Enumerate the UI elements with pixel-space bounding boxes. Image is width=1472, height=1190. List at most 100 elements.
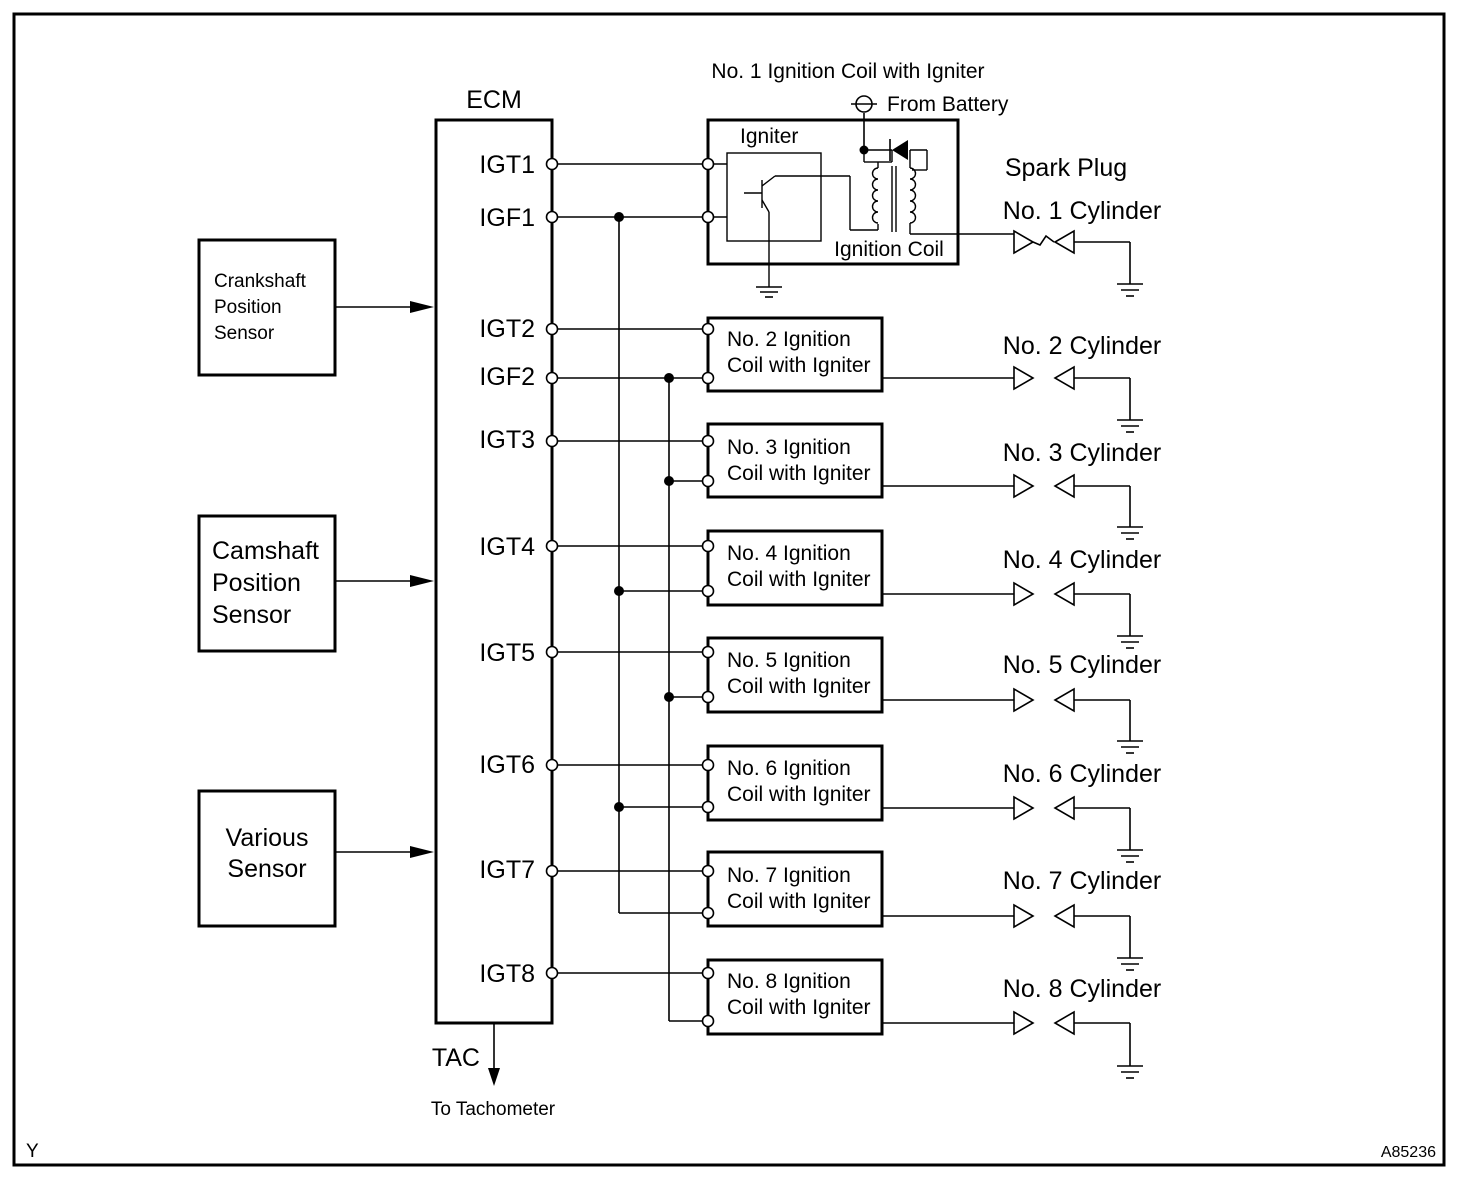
tac-arrowhead bbox=[488, 1068, 500, 1086]
pin-igf1: IGF1 bbox=[479, 204, 535, 232]
coil-box bbox=[706, 529, 884, 607]
terminal bbox=[701, 584, 715, 598]
igf-bus-wiring bbox=[552, 212, 708, 1022]
spark-plug-icon bbox=[1013, 229, 1035, 255]
ignition-coil-label: Ignition Coil bbox=[834, 238, 944, 261]
from-battery-label: From Battery bbox=[887, 93, 1009, 116]
spark-plug-icon bbox=[1053, 687, 1075, 713]
spark-plug-icon bbox=[1053, 473, 1075, 499]
various-sensor: Various Sensor bbox=[197, 789, 434, 928]
pin-igt2: IGT2 bbox=[479, 315, 535, 343]
cylinder-label: No. 7 Cylinder bbox=[1003, 867, 1161, 895]
spark-plug-icon bbox=[1013, 903, 1035, 929]
terminal bbox=[545, 758, 559, 772]
coil-label-line2: Coil with Igniter bbox=[727, 996, 871, 1019]
cylinder-label: No. 5 Cylinder bbox=[1003, 651, 1161, 679]
coil-box bbox=[706, 958, 884, 1036]
coil-label-line1: No. 6 Ignition bbox=[727, 757, 851, 780]
ground-icon bbox=[1117, 849, 1143, 863]
cylinder-6: No. 6 Cylinder bbox=[882, 760, 1161, 863]
ecm-block: ECM IGT1 IGF1 IGT2 IGF2 IGT3 IGT4 IGT5 I… bbox=[431, 86, 556, 1120]
spark-plug-icon bbox=[1053, 229, 1075, 255]
coil-with-igniter-6: No. 6 Ignition Coil with Igniter bbox=[706, 744, 884, 822]
spark-plug-icon bbox=[1013, 581, 1035, 607]
junction-dot bbox=[614, 212, 624, 222]
coil1-title: No. 1 Ignition Coil with Igniter bbox=[711, 60, 984, 83]
coil-box bbox=[706, 422, 884, 499]
camshaft-sensor-line1: Camshaft bbox=[212, 537, 319, 565]
outer-frame bbox=[12, 12, 1446, 1167]
cylinder-label: No. 4 Cylinder bbox=[1003, 546, 1161, 574]
terminal bbox=[701, 645, 715, 659]
coil-box bbox=[706, 636, 884, 714]
spark-plug-icon bbox=[1053, 903, 1075, 929]
cylinder-4: No. 4 Cylinder bbox=[882, 546, 1161, 649]
terminal bbox=[701, 371, 715, 385]
terminal bbox=[701, 157, 715, 171]
terminal bbox=[701, 800, 715, 814]
igniter-box bbox=[726, 152, 822, 242]
coil-with-igniter-2: No. 2 Ignition Coil with Igniter bbox=[706, 316, 884, 393]
tac-label: TAC bbox=[432, 1044, 480, 1072]
terminal bbox=[701, 210, 715, 224]
terminal bbox=[701, 690, 715, 704]
terminal bbox=[545, 539, 559, 553]
cylinder-label: No. 6 Cylinder bbox=[1003, 760, 1161, 788]
camshaft-position-sensor: Camshaft Position Sensor bbox=[197, 514, 434, 653]
pin-igt4: IGT4 bbox=[479, 533, 535, 561]
spark-plug-icon bbox=[1053, 365, 1075, 391]
crankshaft-sensor-line3: Sensor bbox=[214, 323, 275, 344]
cylinder-8: No. 8 Cylinder bbox=[882, 975, 1161, 1079]
terminal bbox=[701, 322, 715, 336]
terminal bbox=[701, 864, 715, 878]
ground-icon bbox=[1117, 283, 1143, 297]
terminal bbox=[701, 966, 715, 980]
cylinder-label: No. 8 Cylinder bbox=[1003, 975, 1161, 1003]
pin-igf2: IGF2 bbox=[479, 363, 535, 391]
junction-dot bbox=[614, 802, 624, 812]
coil-label-line2: Coil with Igniter bbox=[727, 890, 871, 913]
camshaft-sensor-box bbox=[197, 514, 337, 653]
various-sensor-line2: Sensor bbox=[227, 855, 306, 883]
coil1-with-igniter: No. 1 Ignition Coil with Igniter From Ba… bbox=[706, 60, 1014, 298]
coil-box bbox=[706, 744, 884, 822]
coil-label-line2: Coil with Igniter bbox=[727, 354, 871, 377]
coil-label-line1: No. 3 Ignition bbox=[727, 436, 851, 459]
coil-label-line1: No. 5 Ignition bbox=[727, 649, 851, 672]
coil-label-line2: Coil with Igniter bbox=[727, 675, 871, 698]
crankshaft-position-sensor: Crankshaft Position Sensor bbox=[197, 238, 434, 377]
crankshaft-sensor-line1: Crankshaft bbox=[214, 271, 307, 292]
terminal bbox=[701, 906, 715, 920]
spark-plug-icon bbox=[1013, 687, 1035, 713]
transistor-icon bbox=[744, 175, 850, 287]
ground-icon bbox=[1117, 1065, 1143, 1079]
coil-label-line2: Coil with Igniter bbox=[727, 462, 871, 485]
ground-icon bbox=[1117, 526, 1143, 540]
camshaft-sensor-line3: Sensor bbox=[212, 601, 291, 629]
spark-plug-icon bbox=[1013, 795, 1035, 821]
pin-igt3: IGT3 bbox=[479, 426, 535, 454]
coil-label-line1: No. 8 Ignition bbox=[727, 970, 851, 993]
pin-igt1: IGT1 bbox=[479, 151, 535, 179]
pin-igt6: IGT6 bbox=[479, 751, 535, 779]
coil-label-line2: Coil with Igniter bbox=[727, 783, 871, 806]
ecm-box bbox=[434, 118, 554, 1025]
terminal-circles bbox=[545, 157, 715, 1028]
coil-label-line1: No. 4 Ignition bbox=[727, 542, 851, 565]
coil-label-line1: No. 7 Ignition bbox=[727, 864, 851, 887]
coil1-box bbox=[706, 118, 960, 266]
junction-dot bbox=[664, 476, 674, 486]
coil-with-igniter-3: No. 3 Ignition Coil with Igniter bbox=[706, 422, 884, 499]
spark-plug-icon bbox=[1053, 1010, 1075, 1036]
pin-igt7: IGT7 bbox=[479, 856, 535, 884]
terminal bbox=[545, 864, 559, 878]
junction-dot bbox=[664, 373, 674, 383]
terminal bbox=[701, 1014, 715, 1028]
ground-icon bbox=[756, 286, 782, 298]
coil-label-line2: Coil with Igniter bbox=[727, 568, 871, 591]
tac-destination: To Tachometer bbox=[431, 1099, 556, 1120]
coil-label-line1: No. 2 Ignition bbox=[727, 328, 851, 351]
terminal bbox=[701, 539, 715, 553]
spark-plug-icon bbox=[1013, 1010, 1035, 1036]
spark-plug-icon bbox=[1053, 581, 1075, 607]
